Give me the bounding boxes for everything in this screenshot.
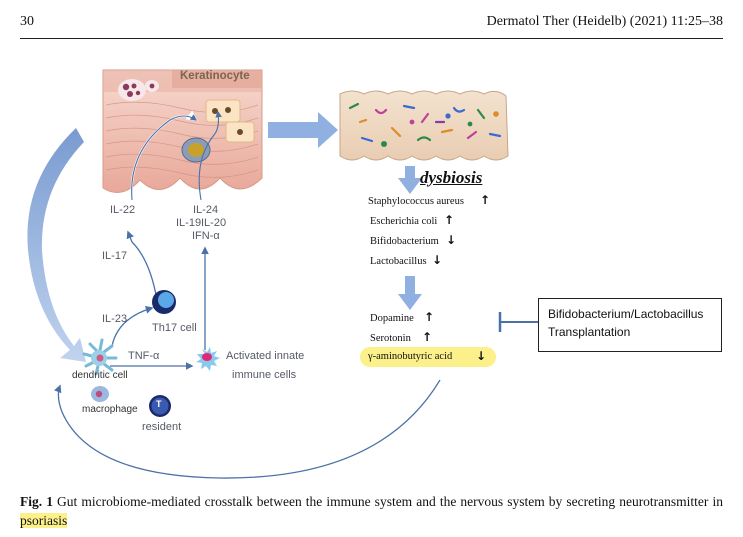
page-number: 30: [20, 14, 34, 29]
gaba-highlight: [360, 347, 496, 367]
dysbiosis-label: dysbiosis: [420, 168, 483, 187]
treatment-line1: Bifidobacterium/Lactobacillus: [548, 307, 704, 321]
figure-caption: Fig. 1 Gut microbiome-mediated crosstalk…: [20, 492, 723, 530]
il24-label: IL-24: [193, 204, 219, 216]
caption-figure-label: Fig. 1: [20, 494, 53, 509]
innate-cells-label-line2: immune cells: [232, 369, 297, 381]
neuro-dopamine: Dopamine: [370, 313, 414, 324]
il20-label: IL-20: [201, 217, 227, 229]
vessel-cell: [181, 137, 211, 163]
macrophage-icon: [91, 386, 109, 402]
caption-text: Gut microbiome-mediated crosstalk betwee…: [57, 494, 723, 509]
treatment-line2: Transplantation: [548, 325, 631, 339]
resident-t-cell-icon: [149, 395, 171, 417]
bacteria-down-arrow: [398, 276, 422, 310]
bacteria-bifidobacterium-arrow: ↓: [446, 233, 457, 247]
neuro-gaba-arrow: ↓: [476, 349, 487, 363]
ifn-alpha-label: IFN-α: [192, 230, 220, 242]
il23-label: IL-23: [102, 313, 128, 325]
bacteria-lactobacillus: Lactobacillus: [370, 256, 427, 267]
resident-label: resident: [142, 421, 182, 433]
bacteria-ecoli-arrow: ↑: [444, 213, 455, 227]
keratinocyte-label: Keratinocyte: [180, 70, 250, 82]
journal-citation: Dermatol Ther (Heidelb) (2021) 11:25–38: [486, 14, 723, 29]
page-header: 30 Dermatol Ther (Heidelb) (2021) 11:25–…: [20, 12, 723, 39]
pigment-cells: [118, 79, 159, 101]
dendritic-cell-label: dendritic cell: [72, 370, 128, 381]
bacteria-bifidobacterium: Bifidobacterium: [370, 236, 439, 247]
treatment-box: Bifidobacterium/Lactobacillus Transplant…: [538, 298, 722, 352]
bacteria-staphylococcus: Staphylococcus aureus: [368, 196, 464, 207]
neuro-gaba: γ-aminobutyric acid: [368, 351, 453, 362]
dendritic-cell-icon: [82, 338, 118, 376]
skin-tissue: [102, 69, 263, 193]
il22-label: IL-22: [110, 204, 136, 216]
il19-label: IL-19: [176, 217, 202, 229]
macrophage-label: macrophage: [82, 404, 138, 415]
gut-illustration: [339, 90, 509, 161]
neuro-dopamine-arrow: ↑: [424, 310, 435, 324]
resident-t-glyph: T: [156, 399, 162, 409]
bacteria-lactobacillus-arrow: ↓: [432, 253, 443, 267]
innate-cell-icon: [196, 347, 220, 371]
th17-cell-icon: [152, 290, 176, 314]
neuro-serotonin: Serotonin: [370, 333, 411, 344]
left-curved-arrow: [27, 128, 86, 362]
tnf-alpha-label: TNF-α: [128, 350, 160, 362]
bacteria-staphylococcus-arrow: ↑: [480, 193, 491, 207]
gut-down-arrow: [398, 166, 422, 194]
th17-cell-label: Th17 cell: [152, 322, 197, 334]
bacteria-ecoli: Escherichia coli: [370, 216, 438, 227]
neuro-serotonin-arrow: ↑: [422, 330, 433, 344]
figure-diagram: Keratinocyte IL-22 IL-24 IL-19 IL-20 IFN…: [0, 50, 743, 480]
skin-to-gut-arrow: [268, 112, 338, 148]
il17-label: IL-17: [102, 250, 128, 262]
innate-cells-label-line1: Activated innate: [226, 350, 305, 362]
caption-highlighted-word: psoriasis: [20, 513, 68, 528]
keratinocyte-cells: [205, 99, 255, 143]
diagram-graphics: [27, 69, 538, 479]
